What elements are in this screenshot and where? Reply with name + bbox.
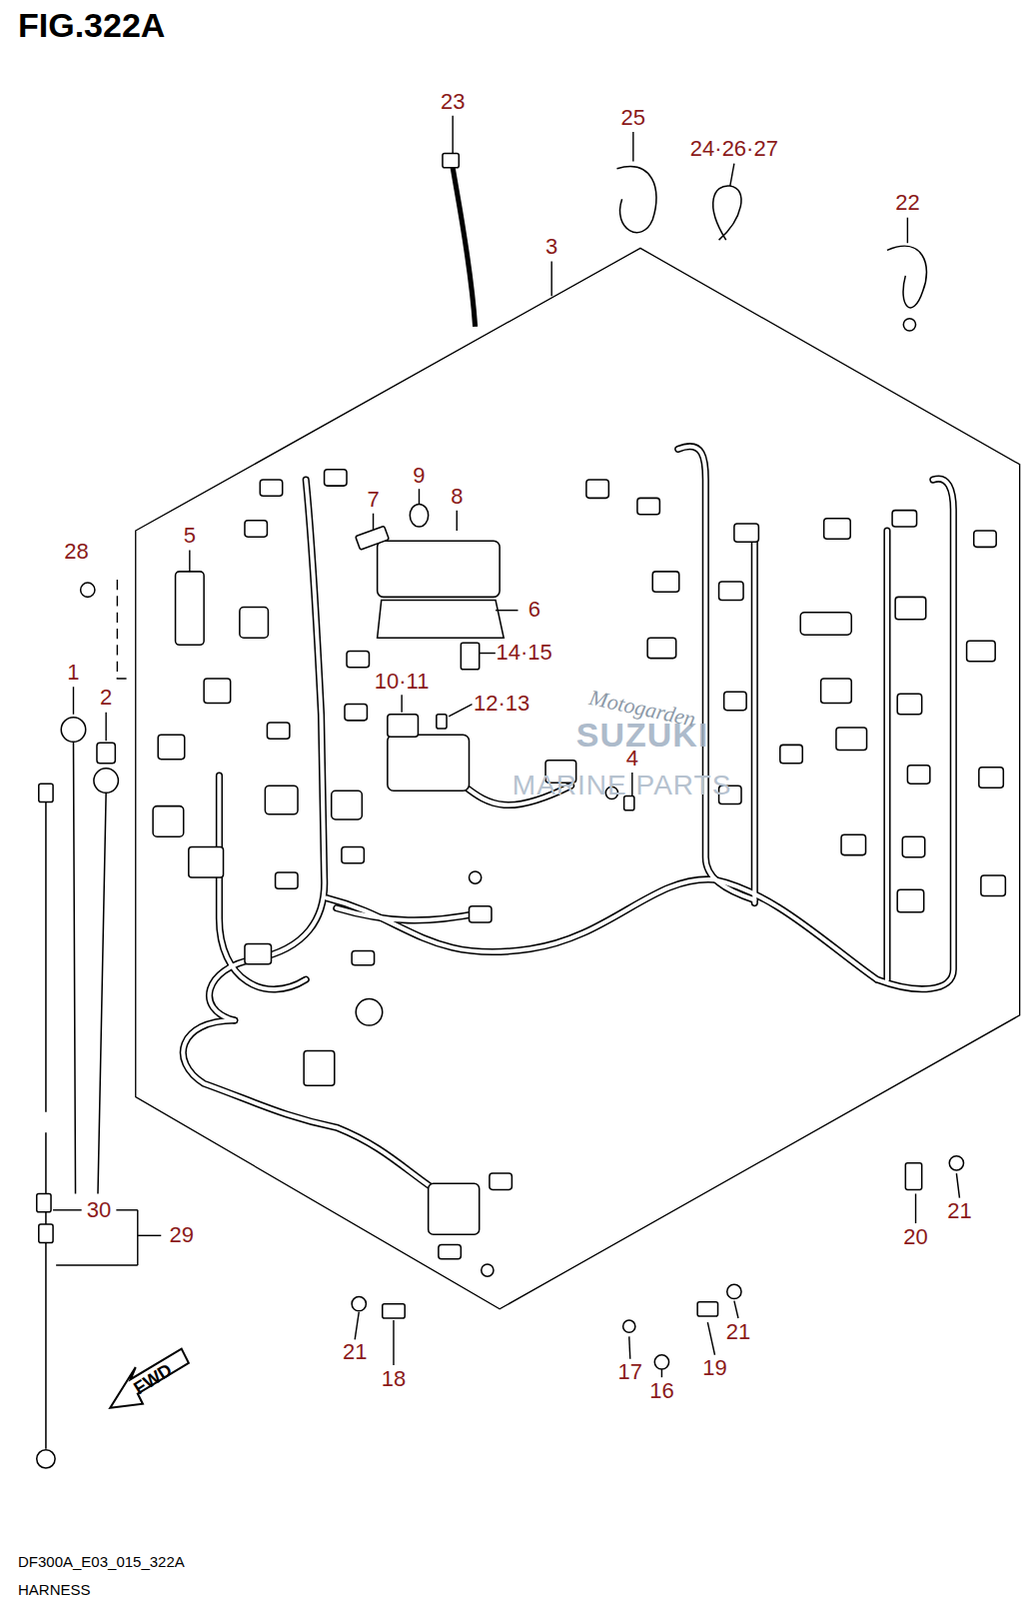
callout-number: 29 [167, 1223, 194, 1246]
callout-number: 22 [894, 191, 921, 214]
callout-number: 7 [365, 488, 380, 511]
callout-number: 8 [449, 485, 464, 508]
callout-number: 19 [701, 1356, 728, 1379]
callout-number: 21 [341, 1340, 368, 1363]
callout-number: 9 [411, 464, 426, 487]
callout-number: 25 [620, 106, 647, 129]
callout-number: 1 [65, 661, 80, 684]
callout-number: 2 [98, 686, 113, 709]
callout-number: 10·11 [373, 670, 431, 693]
callout-number: 28 [62, 540, 89, 563]
callout-number: 17 [617, 1360, 644, 1383]
callout-number: 16 [648, 1379, 675, 1402]
callout-number: 21 [946, 1199, 973, 1222]
callout-number: 12·13 [472, 692, 531, 715]
callout-number: 20 [902, 1225, 929, 1248]
callout-number: 24·26·27 [689, 137, 780, 160]
watermark: MARINE PARTS [512, 771, 732, 800]
figure-caption: HARNESS [17, 1581, 91, 1597]
callout-number: 3 [544, 235, 559, 258]
callout-number: 6 [527, 598, 542, 621]
callout-number: 5 [182, 524, 197, 547]
callout-number: 18 [380, 1367, 407, 1390]
callout-number: 30 [85, 1198, 112, 1221]
callout-number: 14·15 [494, 641, 553, 664]
direction-label: FWD [130, 1359, 175, 1397]
figure-title: FIG.322A [17, 7, 165, 42]
callout-number: 21 [725, 1320, 752, 1343]
callout-number: 23 [439, 90, 466, 113]
drawing-code: DF300A_E03_015_322A [17, 1553, 185, 1569]
